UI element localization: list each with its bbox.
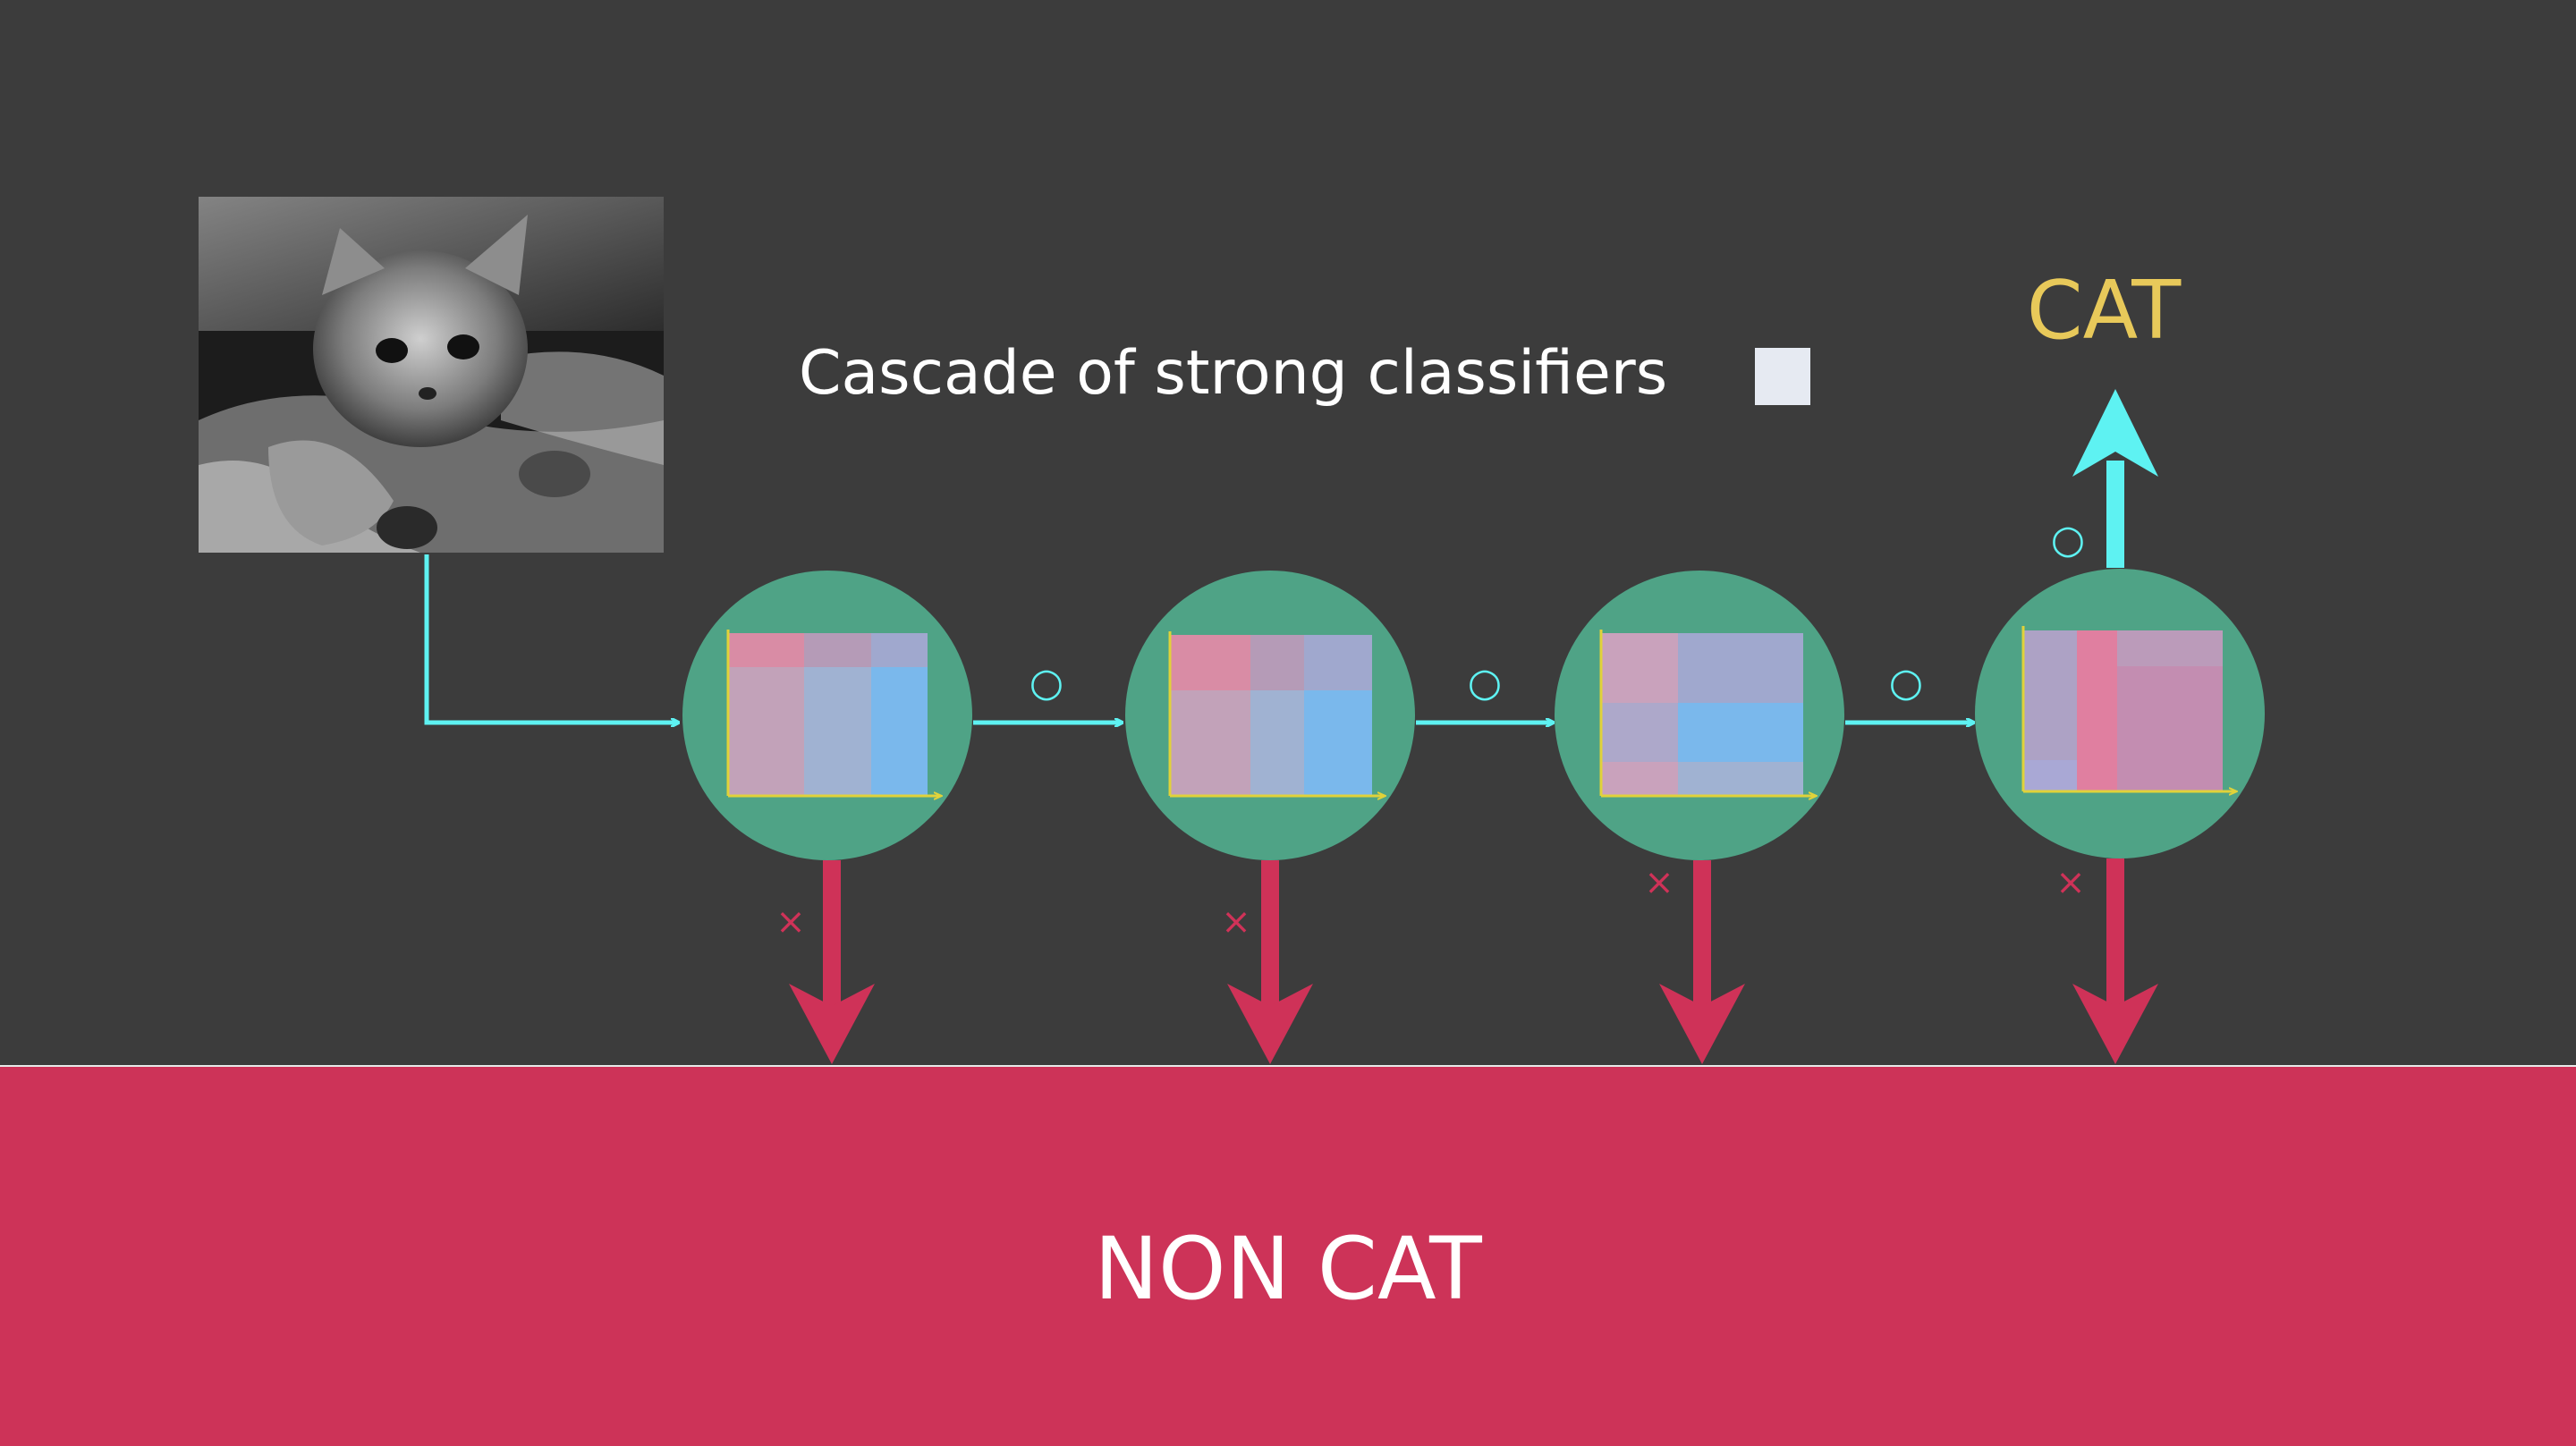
classifier-stage-2 [1125,571,1415,860]
pass-mark-1: ○ [1030,660,1063,706]
reject-arrow-2 [1227,860,1313,1064]
diagram-title: Cascade of strong classifiers [799,338,1667,409]
pass-mark-cat: ○ [2051,517,2085,562]
input-flow-arrow [424,554,678,723]
reject-mark-2: × [1221,901,1251,943]
reject-arrow-4 [2072,858,2158,1064]
pass-mark-3: ○ [1889,660,1923,706]
pass-mark-2: ○ [1468,660,1502,706]
reject-arrow-1 [789,860,875,1064]
reject-mark-3: × [1644,862,1674,903]
classifier-stage-4 [1975,569,2265,858]
input-kitten-image [199,197,664,553]
reject-mark-4: × [2055,862,2086,903]
non-cat-band [0,1066,2576,1446]
classifier-stage-1 [682,571,972,860]
reject-mark-1: × [775,901,806,943]
non-cat-label: NON CAT [1094,1219,1482,1319]
cat-output-arrow [2072,389,2158,568]
classifier-stage-3 [1555,571,1844,860]
placeholder-square [1755,348,1810,405]
cat-label: CAT [2027,264,2182,358]
reject-arrow-3 [1659,860,1745,1064]
